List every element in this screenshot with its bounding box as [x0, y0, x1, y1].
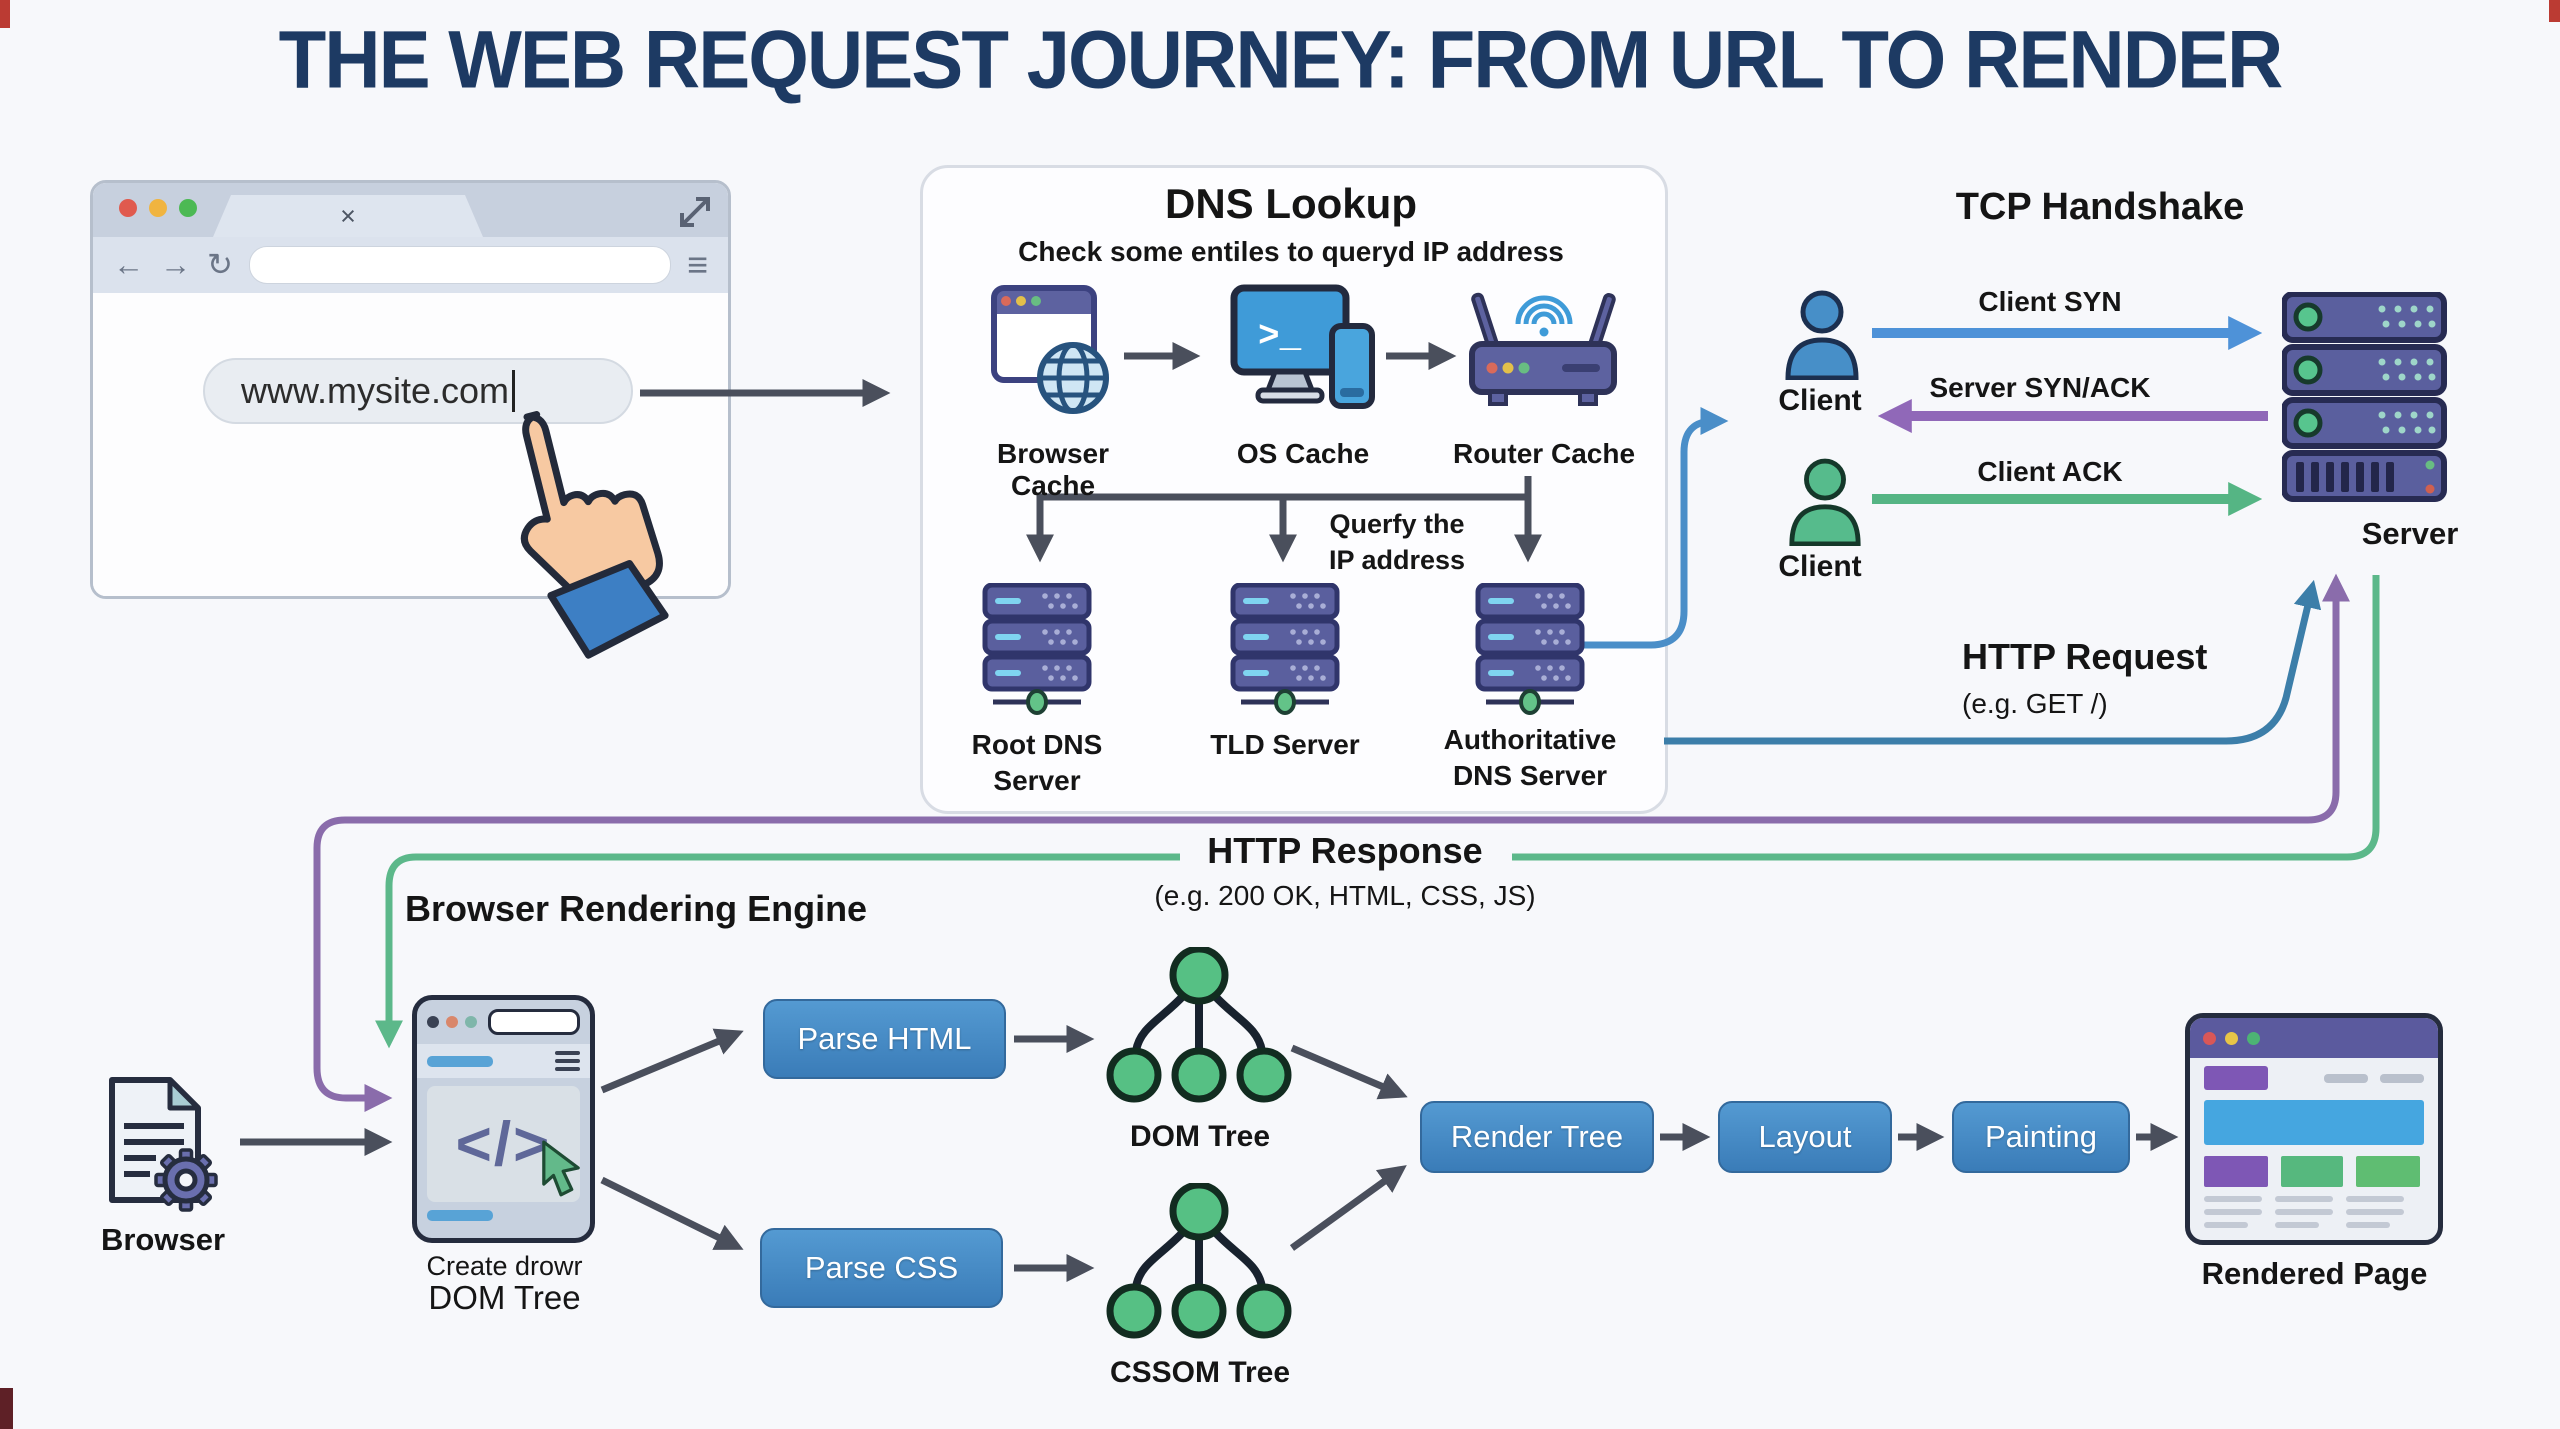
- http-response-green-line-right: [1512, 575, 2380, 861]
- code-glyph: </>: [455, 1109, 552, 1179]
- edge-artifact-top-left: [0, 0, 10, 28]
- rendered-page-titlebar: [2190, 1018, 2438, 1058]
- browser-window-illustration: × ← → ↻ ≡ www.mysite.com: [90, 180, 731, 599]
- http-request-title: HTTP Request: [1962, 636, 2208, 677]
- rp-hero-banner: [2204, 1100, 2424, 1145]
- text-caret: [512, 370, 516, 412]
- os-cache-label: OS Cache: [1236, 438, 1370, 469]
- edge-artifact-top-right: [2549, 0, 2560, 22]
- browser-titlebar: ×: [93, 183, 728, 237]
- rendered-page-content: [2190, 1058, 2438, 1228]
- browser-doc-label: Browser: [100, 1222, 226, 1257]
- client-blue-label: Client: [1778, 384, 1862, 417]
- toolbar-url-bar: [248, 246, 671, 284]
- tcp-handshake-arrows: [1872, 315, 2268, 517]
- http-request-example: (e.g. GET /): [1962, 688, 2108, 719]
- rp-card-purple: [2204, 1156, 2268, 1187]
- browser-document-icon: [109, 1077, 218, 1212]
- url-input-value: www.mysite.com: [241, 370, 510, 411]
- http-response-green-line-left: [375, 853, 1180, 1049]
- client-syn-label: Client SYN: [1978, 286, 2122, 317]
- hand-cursor-icon: [520, 411, 669, 659]
- rp-card-green: [2281, 1156, 2343, 1187]
- browser-toolbar: ← → ↻ ≡: [93, 237, 728, 293]
- client-green-icon: [1789, 458, 1861, 546]
- terminal-glyph: >_: [1258, 316, 1302, 357]
- query-ip-label: Querfy the IP address: [1328, 509, 1466, 575]
- dom-tree-icon: [1106, 947, 1292, 1103]
- router-cache-icon: [1469, 292, 1617, 406]
- http-response-purple-line: [313, 573, 2350, 1112]
- browser-cache-label: Browser Cache: [996, 438, 1110, 501]
- painting-step: Painting: [1952, 1101, 2130, 1173]
- rp-nav-pill: [2380, 1073, 2424, 1083]
- browser-cache-icon: [991, 285, 1109, 414]
- server-rack-icon: [2282, 292, 2447, 502]
- tld-server-icon: [1230, 583, 1340, 715]
- rp-nav-pill: [2324, 1073, 2368, 1083]
- mini-browser-toolbar: [417, 1044, 590, 1078]
- mini-url-bar: [488, 1009, 580, 1035]
- rendered-page-label: Rendered Page: [2201, 1256, 2428, 1291]
- create-dom-browser-icon: </>: [412, 995, 595, 1243]
- layout-step: Layout: [1718, 1101, 1892, 1173]
- rendering-engine-title: Browser Rendering Engine: [405, 888, 868, 929]
- client-blue-icon: [1785, 290, 1859, 380]
- gear-icon: [154, 1148, 218, 1212]
- traffic-light-yellow-icon: [149, 199, 167, 217]
- mini-dot-orange-icon: [446, 1016, 458, 1028]
- reload-icon: ↻: [207, 247, 233, 282]
- forward-icon: →: [160, 247, 191, 282]
- http-response-example: (e.g. 200 OK, HTML, CSS, JS): [1154, 880, 1536, 911]
- server-label: Server: [2361, 516, 2459, 551]
- cursor-arrow-icon: [542, 1140, 580, 1197]
- parse-css-step: Parse CSS: [760, 1228, 1003, 1308]
- authoritative-dns-server-label: Authoritative DNS Server: [1443, 724, 1617, 791]
- hamburger-icon: [555, 1051, 580, 1071]
- traffic-light-red-icon: [119, 199, 137, 217]
- mini-dot-teal-icon: [465, 1016, 477, 1028]
- os-cache-icon: >_: [1230, 284, 1375, 409]
- browser-tab: ×: [213, 195, 483, 237]
- rp-dot-green-icon: [2247, 1031, 2260, 1045]
- mini-blue-pill: [427, 1055, 493, 1067]
- edge-artifact-bottom-left: [0, 1388, 13, 1429]
- page-title: THE WEB REQUEST JOURNEY: FROM URL TO REN…: [278, 12, 2284, 106]
- rp-dot-yellow-icon: [2225, 1031, 2238, 1045]
- menu-icon: ≡: [686, 244, 708, 285]
- dns-section-title: DNS Lookup: [1165, 180, 1417, 227]
- root-dns-server-label: Root DNS Server: [971, 729, 1103, 796]
- client-ack-label: Client ACK: [1977, 456, 2123, 487]
- parse-html-step: Parse HTML: [763, 999, 1006, 1079]
- rp-dot-red-icon: [2203, 1031, 2216, 1045]
- rp-purple-block: [2204, 1066, 2268, 1090]
- router-cache-label: Router Cache: [1452, 438, 1636, 469]
- mini-dot-dark-icon: [427, 1016, 439, 1028]
- tld-server-label: TLD Server: [1210, 729, 1360, 760]
- mini-code-panel: </>: [427, 1086, 580, 1202]
- mini-bottom-pill: [427, 1210, 493, 1221]
- root-dns-server-icon: [982, 583, 1092, 715]
- mini-browser-titlebar: [417, 1000, 590, 1044]
- server-synack-label: Server SYN/ACK: [1929, 372, 2151, 403]
- traffic-light-green-icon: [179, 199, 197, 217]
- http-response-title: HTTP Response: [1207, 830, 1483, 871]
- cssom-tree-icon: [1106, 1183, 1292, 1339]
- render-tree-step: Render Tree: [1420, 1101, 1654, 1173]
- dns-section-subtitle: Check some entiles to queryd IP address: [1018, 236, 1564, 267]
- create-dom-label: Create drowr DOM Tree: [426, 1251, 583, 1316]
- dom-tree-label: DOM Tree: [1129, 1120, 1271, 1153]
- back-icon: ←: [113, 247, 144, 282]
- rp-card-green: [2356, 1156, 2420, 1187]
- authoritative-dns-server-icon: [1475, 583, 1585, 715]
- tcp-handshake-title: TCP Handshake: [1955, 186, 2245, 228]
- client-green-label: Client: [1778, 550, 1862, 583]
- cssom-tree-label: CSSOM Tree: [1109, 1356, 1291, 1389]
- url-input: www.mysite.com: [203, 358, 633, 424]
- expand-icon: [680, 197, 710, 227]
- rendered-page-icon: [2185, 1013, 2443, 1245]
- tab-close-icon: ×: [340, 200, 356, 231]
